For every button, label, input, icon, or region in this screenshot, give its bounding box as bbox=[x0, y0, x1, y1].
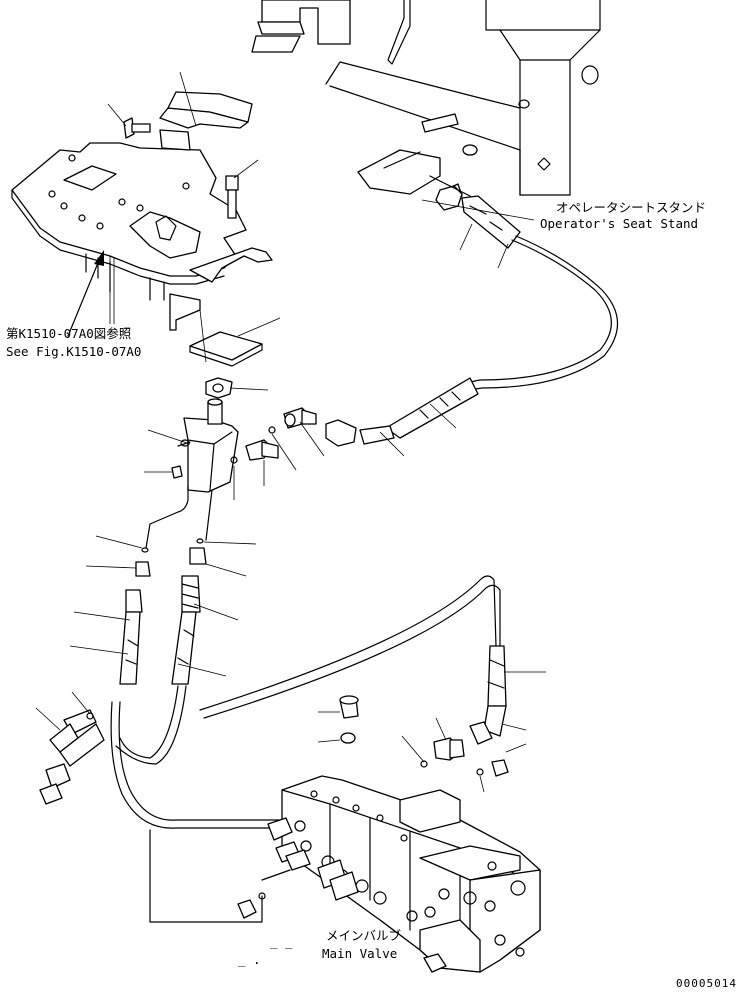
elbow-fittings bbox=[230, 185, 463, 464]
hoses bbox=[110, 175, 619, 923]
pilot-valve bbox=[171, 398, 239, 493]
see-fig-label-en: See Fig.K1510-07A0 bbox=[6, 344, 142, 359]
main-valve-block bbox=[267, 775, 541, 973]
drawing-number: 00005014 bbox=[676, 977, 737, 990]
hose-right bbox=[171, 575, 201, 685]
lower-fittings bbox=[135, 538, 207, 577]
elbow-assembly bbox=[39, 709, 105, 805]
placeholder-upper: _ _ bbox=[270, 934, 293, 949]
reference-arrow bbox=[67, 250, 104, 337]
upper-bracket bbox=[159, 91, 253, 151]
valve-fittings bbox=[237, 695, 509, 919]
operator-seat-stand bbox=[251, 0, 601, 205]
plate-gasket bbox=[189, 331, 263, 367]
floor-plate bbox=[11, 142, 273, 331]
main-valve-label-en: Main Valve bbox=[322, 946, 398, 961]
bolt-vertical bbox=[225, 175, 239, 219]
nut bbox=[205, 377, 233, 399]
leader-lines bbox=[35, 71, 546, 793]
see-fig-label-jp: 第K1510-07A0図参照 bbox=[6, 326, 132, 341]
operator-seat-stand-label-jp: オペレータシートスタンド bbox=[556, 200, 707, 215]
bolt-upper-left bbox=[123, 117, 151, 139]
hose-left bbox=[119, 589, 143, 685]
main-valve-label-jp: メインバルブ bbox=[326, 928, 402, 943]
operator-seat-stand-label-en: Operator's Seat Stand bbox=[540, 216, 699, 231]
placeholder-lower: _ . bbox=[238, 952, 261, 967]
